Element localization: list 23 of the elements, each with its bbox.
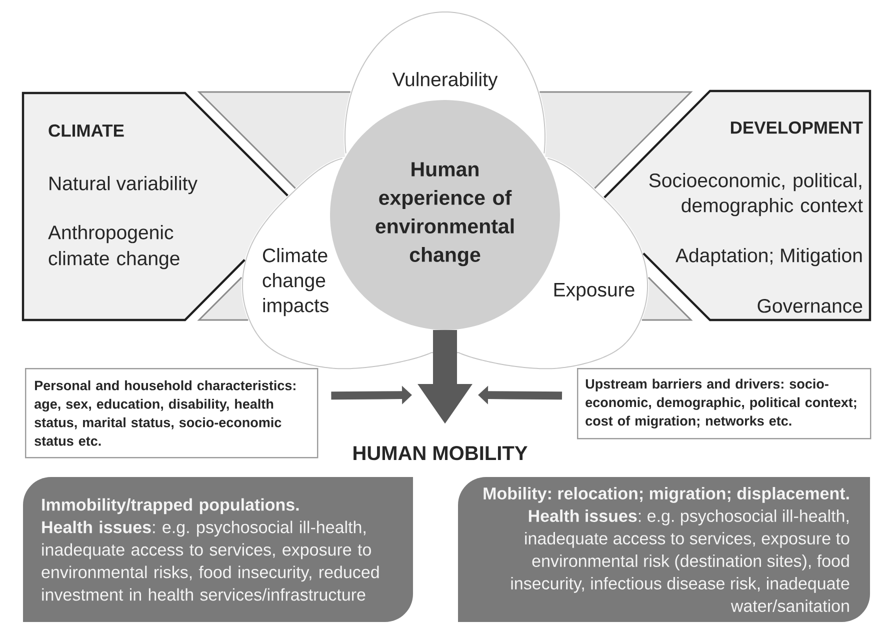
outcome-panel [458, 477, 870, 622]
center-label: Human experience of environmental change [376, 162, 514, 266]
petal-label: Vulnerability [392, 72, 498, 90]
factor-label: Socioeconomic, political, demographic context [649, 173, 863, 216]
factor-label: Anthropogenic climate change [48, 225, 180, 270]
heading: Immobility/trapped populations. [42, 498, 299, 514]
heading: Mobility: relocation; migration; displacement. [484, 487, 849, 503]
body-text: Health issues: e.g. psychosocial ill-health, inadequate access to services, exposure to environmental risks, food insecurity, reduced investment in health services/infrastructure [42, 520, 379, 601]
info-box [577, 368, 872, 440]
heading: HUMAN MOBILITY [354, 446, 528, 460]
body-text: Health issues: e.g. psychosocial ill-health, inadequate access to services, exposure to environmental risk (destination sites), food insecurity, infectious disease risk, inadequate water/sanitation [511, 510, 850, 612]
description-text: Personal and household characteristics: age, sex, education, disability, health status, marital status, socio-economic status etc. [34, 380, 296, 446]
heading: CLIMATE [48, 124, 124, 137]
description-text: Upstream barriers and drivers: socio-economic, demographic, political context; cost of migration; networks etc. [586, 378, 856, 428]
factor-label: Governance [758, 299, 862, 313]
petal-label: Climate change impacts [262, 248, 328, 316]
heading: DEVELOPMENT [730, 121, 863, 134]
info-box [25, 368, 318, 458]
factor-label: Natural variability [50, 176, 198, 194]
outcome-panel [23, 477, 413, 622]
factor-label: Adaptation; Mitigation [676, 248, 862, 266]
venn-petal [344, 12, 546, 154]
petal-label: Exposure [554, 283, 634, 300]
